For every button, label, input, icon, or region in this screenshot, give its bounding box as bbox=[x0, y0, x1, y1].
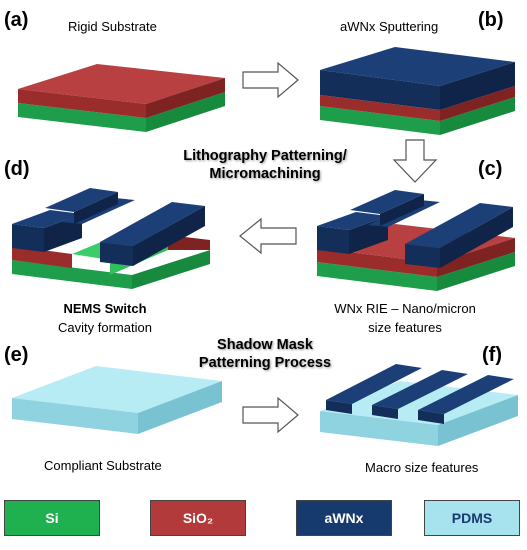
caption-b: aWNx Sputtering bbox=[340, 19, 439, 34]
arrow-e-to-f bbox=[242, 396, 299, 434]
sio2-layer-front bbox=[18, 89, 146, 118]
panel-a-stack bbox=[18, 64, 225, 132]
panel-e-stack bbox=[12, 366, 222, 434]
pdms-front bbox=[12, 398, 138, 434]
caption-c-line2: size features bbox=[368, 320, 442, 335]
arrow-a-to-b bbox=[242, 61, 299, 99]
caption-c: WNx RIE – Nano/micron size features bbox=[330, 299, 480, 337]
caption-d-line2: Cavity formation bbox=[58, 320, 152, 335]
sio2-layer-side bbox=[146, 78, 225, 118]
litho-title: Lithography Patterning/ Micromachining bbox=[150, 147, 380, 183]
caption-d-line1: NEMS Switch bbox=[63, 301, 147, 316]
caption-c-line1: WNx RIE – Nano/micron bbox=[334, 301, 476, 316]
shadow-title-line1: Shadow Mask bbox=[217, 337, 313, 353]
panel-b-stack bbox=[320, 47, 515, 135]
caption-d: NEMS Switch Cavity formation bbox=[40, 299, 170, 337]
si-layer-front bbox=[18, 103, 146, 132]
legend-sio2: SiO₂ bbox=[150, 500, 246, 536]
sio2-layer-top bbox=[18, 64, 225, 104]
legend-si: Si bbox=[4, 500, 100, 536]
legend-si-label: Si bbox=[45, 510, 59, 526]
legend-pdms-label: PDMS bbox=[451, 510, 493, 526]
panel-c-label: (c) bbox=[478, 158, 503, 180]
legend-awnx-label: aWNx bbox=[324, 510, 364, 526]
panel-f-label: (f) bbox=[482, 344, 502, 366]
pdms-top bbox=[12, 366, 222, 413]
litho-title-line1: Lithography Patterning/ bbox=[183, 148, 347, 164]
panel-d-label: (d) bbox=[4, 158, 30, 180]
litho-title-line2: Micromachining bbox=[209, 166, 321, 182]
arrow-b-to-c bbox=[392, 139, 438, 183]
panel-d-stack bbox=[12, 188, 210, 289]
panel-b-label: (b) bbox=[478, 9, 504, 31]
caption-f: Macro size features bbox=[365, 460, 479, 475]
panel-a-label: (a) bbox=[4, 9, 29, 31]
shadow-title-line2: Patterning Process bbox=[198, 355, 332, 371]
si-layer-side bbox=[146, 92, 225, 132]
panel-e-label: (e) bbox=[4, 344, 29, 366]
pdms-side bbox=[138, 381, 222, 434]
shadow-mask-title: Shadow Mask Patterning Process bbox=[180, 336, 350, 372]
caption-e: Compliant Substrate bbox=[44, 458, 162, 473]
legend-awnx: aWNx bbox=[296, 500, 392, 536]
panel-c-stack bbox=[317, 190, 515, 291]
legend-sio2-label: SiO₂ bbox=[182, 510, 214, 526]
caption-a: Rigid Substrate bbox=[68, 19, 157, 34]
arrow-c-to-d bbox=[239, 217, 297, 255]
legend-pdms: PDMS bbox=[424, 500, 520, 536]
panel-f-stack bbox=[320, 364, 518, 446]
